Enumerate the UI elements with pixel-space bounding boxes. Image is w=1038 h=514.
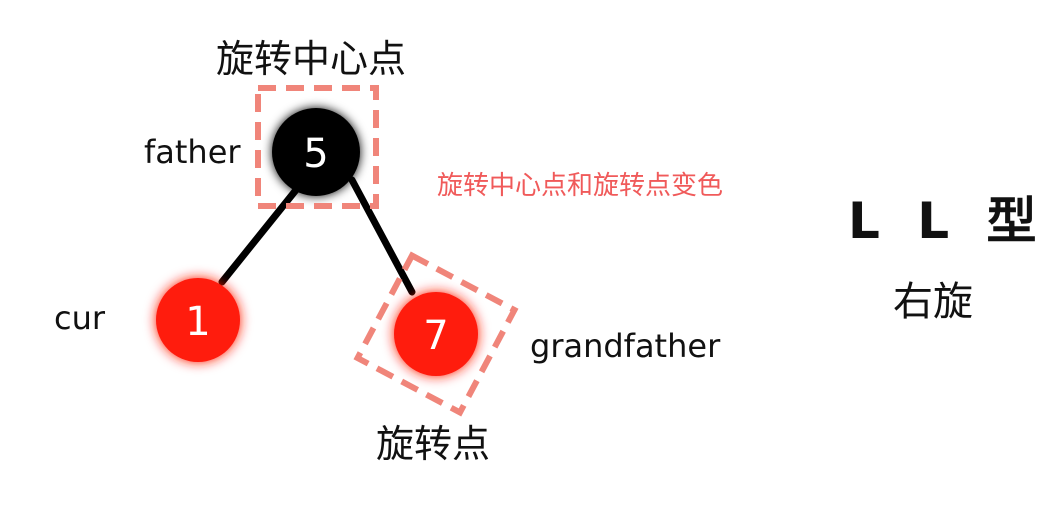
rotation-point-title: 旋转点 xyxy=(376,422,491,466)
recolor-note: 旋转中心点和旋转点变色 xyxy=(437,171,724,201)
node-cur-value: 1 xyxy=(185,299,210,345)
grandfather-label: grandfather xyxy=(530,327,721,365)
node-grandfather-value: 7 xyxy=(423,313,448,359)
highlight-box-rotation-point xyxy=(353,251,519,417)
node-father-circle xyxy=(272,108,360,196)
node-father-value: 5 xyxy=(303,131,328,177)
highlight-box-rotation-center xyxy=(255,85,379,209)
cur-label: cur xyxy=(54,299,106,337)
node-cur-circle xyxy=(156,278,240,362)
case-type-title: L L 型 xyxy=(848,192,1038,250)
node-grandfather-circle xyxy=(394,292,478,376)
father-label: father xyxy=(144,133,241,171)
node-father: 5 xyxy=(272,108,360,196)
rotation-center-title: 旋转中心点 xyxy=(216,37,407,81)
rotation-direction-label: 右旋 xyxy=(893,279,973,325)
edge-father-cur xyxy=(218,181,304,286)
node-cur: 1 xyxy=(156,278,240,362)
node-grandfather: 7 xyxy=(394,292,478,376)
edge-father-grandfather xyxy=(348,176,416,296)
